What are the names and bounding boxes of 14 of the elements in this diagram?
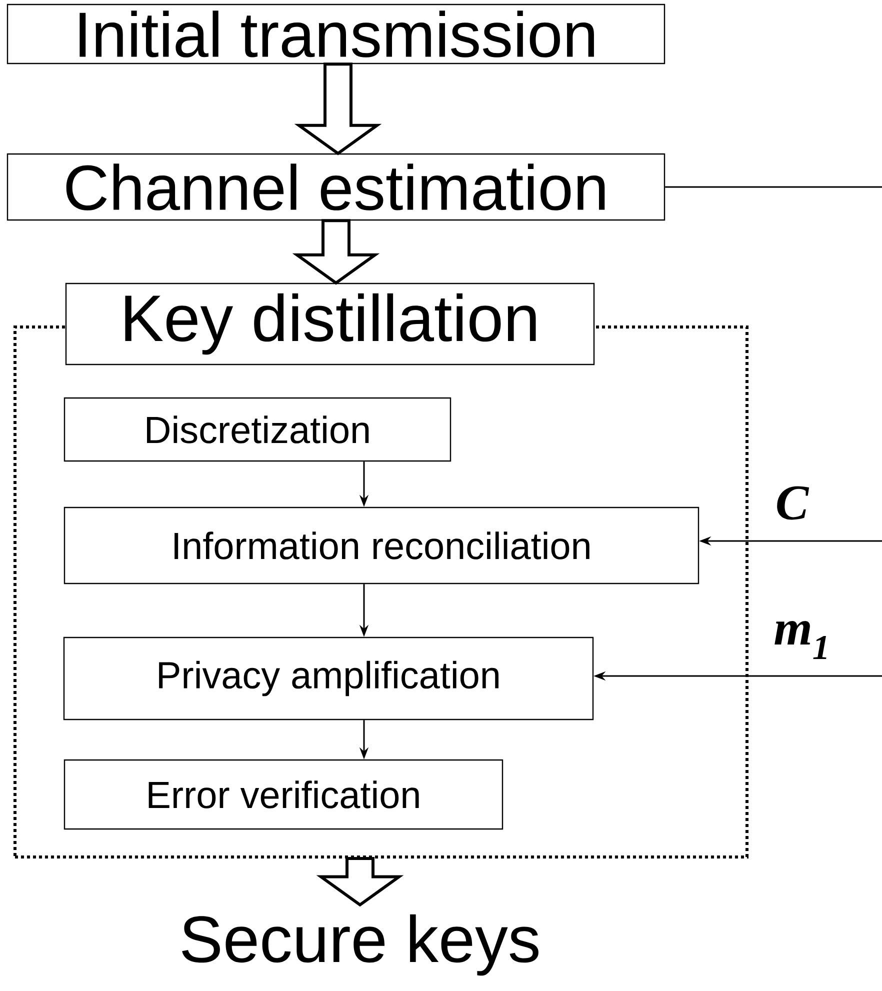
process-box: Error verification (64, 759, 504, 830)
block-arrow (294, 62, 382, 156)
process-box: Initial transmission (6, 4, 666, 64)
block-arrow (292, 219, 380, 285)
result-text: Secure keys (182, 914, 538, 976)
edge-label: m$_{1}$ (772, 620, 832, 660)
edge-label: C (774, 485, 810, 521)
block-arrow (316, 857, 404, 907)
process-box: Information reconciliation (64, 506, 700, 584)
process-box: Discretization (64, 397, 452, 462)
process-box: Key distillation (65, 282, 595, 366)
process-box: Privacy amplification (63, 636, 594, 720)
process-box: Channel estimation (6, 153, 666, 221)
connector-line (665, 186, 882, 188)
